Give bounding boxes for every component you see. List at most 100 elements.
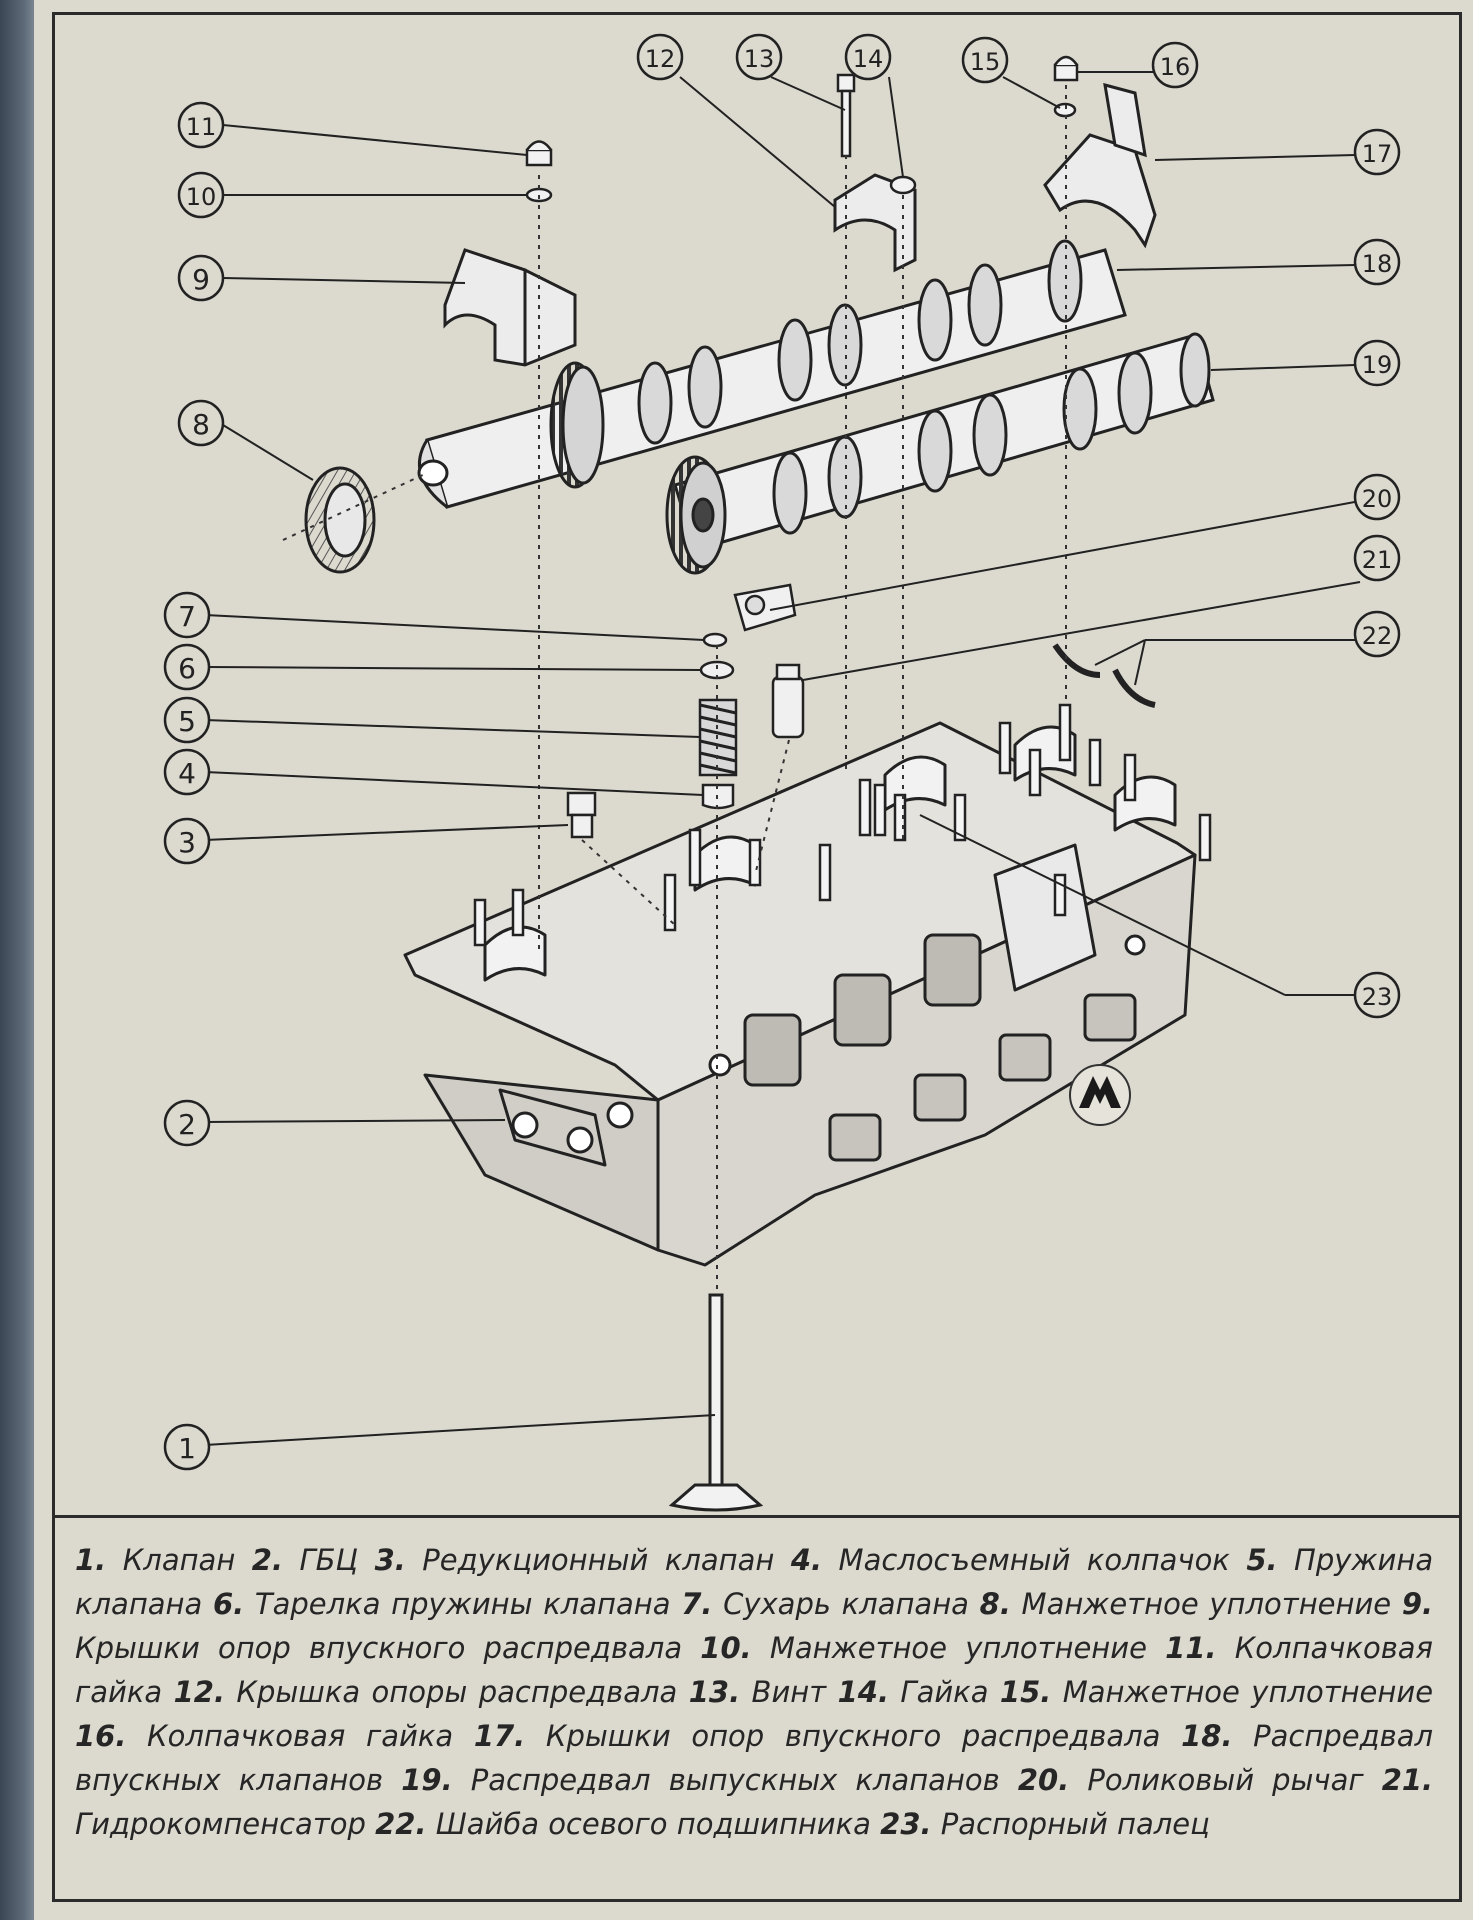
legend-item: 9. Крышки опор впускного распредвала <box>75 1587 1433 1665</box>
callout-23: 23 <box>1353 971 1401 1019</box>
intake-camshaft <box>417 239 1127 509</box>
legend-text: Распредвал впускных клапанов <box>75 1719 1434 1797</box>
legend-item: 4. Маслосъемный колпачок <box>791 1543 1230 1577</box>
callout-20: 20 <box>1353 473 1401 521</box>
svg-text:12: 12 <box>645 45 676 73</box>
figure-frame: 1 2 3 4 5 6 7 8 9 10 11 12 13 14 15 16 1… <box>52 12 1462 1902</box>
svg-text:1: 1 <box>178 1432 196 1465</box>
legend-number: 14. <box>837 1675 889 1709</box>
leader-lines <box>204 71 1361 1446</box>
camshaft-oil-seal <box>304 466 376 574</box>
legend-text: Крышки опор впускного распредвала <box>545 1719 1161 1753</box>
legend-number: 4. <box>790 1543 823 1577</box>
callout-22: 22 <box>1353 610 1401 658</box>
legend-text: Сухарь клапана <box>723 1587 969 1621</box>
legend-number: 21. <box>1381 1763 1434 1797</box>
callout-12: 12 <box>636 33 684 81</box>
publisher-logo <box>1069 1064 1131 1126</box>
legend-item: 17. Крышки опор впускного распредвала <box>474 1719 1161 1753</box>
legend-number: 23. <box>880 1807 932 1841</box>
fasteners <box>525 55 1079 203</box>
legend-item: 13. Винт <box>689 1675 826 1709</box>
legend-item: 5. Пружина клапана <box>75 1543 1433 1621</box>
legend-item: 3. Редукционный клапан <box>375 1543 775 1577</box>
legend-item: 11. Колпачковая гайка <box>75 1631 1433 1709</box>
legend-text: Клапан <box>122 1543 236 1577</box>
legend-number: 6. <box>213 1587 245 1621</box>
legend-number: 12. <box>173 1675 225 1709</box>
legend-item: 1. Клапан <box>75 1543 235 1577</box>
legend-text: Тарелка пружины клапана <box>254 1587 671 1621</box>
callout-7: 7 <box>163 591 211 639</box>
svg-text:17: 17 <box>1362 140 1393 168</box>
svg-text:18: 18 <box>1362 250 1393 278</box>
legend-number: 18. <box>1181 1719 1233 1753</box>
legend-item: 7. Сухарь клапана <box>681 1587 969 1621</box>
svg-text:13: 13 <box>744 45 775 73</box>
legend-text: Маслосъемный колпачок <box>838 1543 1230 1577</box>
svg-text:19: 19 <box>1362 351 1393 379</box>
legend-text: Редукционный клапан <box>422 1543 775 1577</box>
svg-text:16: 16 <box>1160 53 1191 81</box>
legend-text: Распредвал выпускных клапанов <box>470 1763 1000 1797</box>
legend-text: Крышка опоры распредвала <box>236 1675 678 1709</box>
legend-number: 3. <box>374 1543 406 1577</box>
figure-legend: 1. Клапан 2. ГБЦ 3. Редукционный клапан … <box>55 1515 1459 1899</box>
svg-text:11: 11 <box>186 113 217 141</box>
legend-item: 2. ГБЦ <box>252 1543 358 1577</box>
legend-text: Колпачковая гайка <box>75 1631 1434 1709</box>
svg-text:7: 7 <box>178 600 196 633</box>
legend-text: Манжетное уплотнение <box>769 1631 1147 1665</box>
legend-text: Гайка <box>900 1675 989 1709</box>
cylinder-head <box>403 721 1197 1267</box>
head-studs <box>473 703 1212 947</box>
legend-number: 2. <box>251 1543 283 1577</box>
legend-text: Винт <box>751 1675 827 1709</box>
legend-number: 19. <box>401 1763 453 1797</box>
callout-3: 3 <box>163 817 211 865</box>
legend-text: Крышки опор впускного распредвала <box>75 1631 683 1665</box>
legend-item: 21. Гидрокомпенсатор <box>75 1763 1433 1841</box>
legend-item: 8. Манжетное уплотнение <box>980 1587 1392 1621</box>
legend-item: 10. Манжетное уплотнение <box>700 1631 1147 1665</box>
legend-number: 7. <box>681 1587 713 1621</box>
callout-15: 15 <box>961 36 1009 84</box>
callout-10: 10 <box>177 171 225 219</box>
callout-11: 11 <box>177 101 225 149</box>
assembly-axes <box>282 85 1067 1295</box>
legend-item: 18. Распредвал впускных клапанов <box>75 1719 1433 1797</box>
callout-13: 13 <box>735 33 783 81</box>
callout-4: 4 <box>163 748 211 796</box>
svg-text:14: 14 <box>853 45 884 73</box>
svg-text:4: 4 <box>178 757 196 790</box>
callout-17: 17 <box>1353 128 1401 176</box>
svg-text:22: 22 <box>1362 622 1393 650</box>
legend-number: 13. <box>688 1675 741 1709</box>
callouts: 1 2 3 4 5 6 7 8 9 10 11 12 13 14 15 16 1… <box>163 33 1401 1471</box>
legend-text: Шайба осевого подшипника <box>435 1807 871 1841</box>
exploded-view-diagram: 1 2 3 4 5 6 7 8 9 10 11 12 13 14 15 16 1… <box>163 33 1401 1512</box>
svg-text:5: 5 <box>178 705 196 738</box>
svg-text:2: 2 <box>178 1108 196 1141</box>
legend-text: Роликовый рычаг <box>1087 1763 1364 1797</box>
legend-text: Распорный палец <box>940 1807 1210 1841</box>
legend-item: 15. Манжетное уплотнение <box>1000 1675 1433 1709</box>
svg-text:23: 23 <box>1362 983 1393 1011</box>
legend-item: 16. Колпачковая гайка <box>75 1719 453 1753</box>
legend-number: 1. <box>75 1543 107 1577</box>
legend-text: Манжетное уплотнение <box>1062 1675 1434 1709</box>
legend-text: ГБЦ <box>299 1543 359 1577</box>
legend-number: 15. <box>999 1675 1052 1709</box>
svg-text:3: 3 <box>178 826 196 859</box>
legend-item: 19. Распредвал выпускных клапанов <box>401 1763 999 1797</box>
callout-2: 2 <box>163 1099 211 1147</box>
legend-number: 8. <box>979 1587 1011 1621</box>
legend-text: Гидрокомпенсатор <box>75 1807 366 1841</box>
legend-number: 5. <box>1246 1543 1278 1577</box>
legend-item: 20. Роликовый рычаг <box>1018 1763 1364 1797</box>
callout-6: 6 <box>163 643 211 691</box>
legend-text: Манжетное уплотнение <box>1021 1587 1392 1621</box>
legend-number: 16. <box>75 1719 127 1753</box>
legend-number: 20. <box>1017 1763 1070 1797</box>
svg-text:20: 20 <box>1362 485 1393 513</box>
